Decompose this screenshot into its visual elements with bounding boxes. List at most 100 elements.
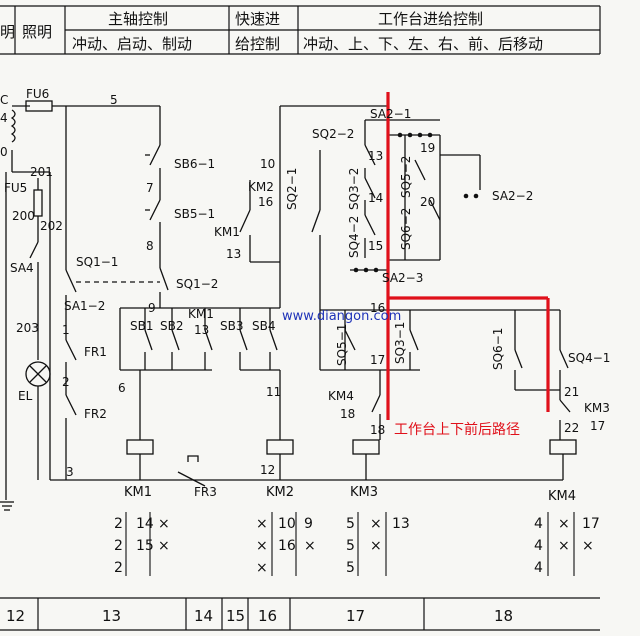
label-fr2: FR2 bbox=[84, 407, 107, 421]
xref-dividers bbox=[125, 512, 575, 576]
label-w201: 201 bbox=[30, 165, 53, 179]
label-w1: 1 bbox=[62, 323, 70, 337]
watermark-text: www.diangon.com bbox=[282, 309, 401, 324]
label-sb3: SB3 bbox=[220, 319, 243, 333]
xref-km3-r1-c1: × bbox=[370, 538, 382, 554]
xref-km1-r0-c2: × bbox=[158, 516, 170, 532]
xref-km2-r0-c2: 9 bbox=[304, 516, 313, 532]
coil-km3: KM3 bbox=[350, 485, 378, 500]
label-sa4: SA4 bbox=[10, 261, 34, 275]
label-w200: 200 bbox=[12, 209, 35, 223]
label-w16b: 16 bbox=[370, 301, 385, 315]
wiring bbox=[0, 100, 577, 511]
label-km1-left: KM1 bbox=[214, 225, 240, 239]
label-w2: 2 bbox=[62, 375, 70, 389]
label-fu5: FU5 bbox=[4, 181, 27, 195]
xref-km1-r1-c2: × bbox=[158, 538, 170, 554]
label-w16a: 16 bbox=[258, 195, 273, 209]
component-labels: C FU6 4 0 5 201 FU5 200 202 SA4 203 EL S… bbox=[0, 87, 610, 499]
label-sa2-2: SA2−2 bbox=[492, 189, 533, 203]
bottom-col-12: 12 bbox=[6, 607, 25, 625]
path-note: 工作台上下前后路径 bbox=[394, 421, 520, 438]
xref-km3-r0-c2: 13 bbox=[392, 516, 410, 532]
header-table-sub: 冲动、上、下、左、右、前、后移动 bbox=[303, 35, 543, 53]
bottom-col-18: 18 bbox=[494, 607, 513, 625]
xref-km2-r2-c0: × bbox=[256, 560, 268, 576]
label-w21: 21 bbox=[564, 385, 579, 399]
label-w14: 14 bbox=[368, 191, 383, 205]
xref-km4-r0-c1: × bbox=[558, 516, 570, 532]
xref-km3-r1-c0: 5 bbox=[346, 538, 355, 554]
header-spindle-title: 主轴控制 bbox=[108, 10, 168, 28]
contact-dots bbox=[353, 132, 479, 273]
label-fr3: FR3 bbox=[194, 485, 217, 499]
label-w20: 20 bbox=[420, 195, 435, 209]
label-fr1: FR1 bbox=[84, 345, 107, 359]
xref-km1-r0-c1: 14 bbox=[136, 516, 154, 532]
label-w22: 22 bbox=[564, 421, 579, 435]
label-w12: 12 bbox=[260, 463, 275, 477]
xref-km2-r0-c0: × bbox=[256, 516, 268, 532]
label-w9: 9 bbox=[148, 301, 156, 315]
header-rapid-sub: 给控制 bbox=[235, 35, 280, 53]
label-sq1-1: SQ1−1 bbox=[76, 255, 118, 269]
xref-km3-r0-c0: 5 bbox=[346, 516, 355, 532]
label-sq3-2: SQ3−2 bbox=[347, 168, 361, 210]
label-w4: 4 bbox=[0, 111, 8, 125]
label-sb6-1: SB6−1 bbox=[174, 157, 215, 171]
xref-km3-r0-c1: × bbox=[370, 516, 382, 532]
coil-km2: KM2 bbox=[266, 485, 294, 500]
label-w6: 6 bbox=[118, 381, 126, 395]
label-w19: 19 bbox=[420, 141, 435, 155]
label-w8: 8 bbox=[146, 239, 154, 253]
label-km4-contact: KM4 bbox=[328, 389, 354, 403]
label-w13b: 13 bbox=[226, 247, 241, 261]
label-w0: 0 bbox=[0, 145, 8, 159]
xref-km3-r2-c0: 5 bbox=[346, 560, 355, 576]
label-sq6-2: SQ6−2 bbox=[399, 208, 413, 250]
label-c: C bbox=[0, 93, 8, 107]
label-sb1: SB1 bbox=[130, 319, 153, 333]
label-sa2-1: SA2−1 bbox=[370, 107, 411, 121]
label-sq1-2: SQ1−2 bbox=[176, 277, 218, 291]
xref-km1-r2-c0: 2 bbox=[114, 560, 123, 576]
xref-km4-r1-c0: 4 bbox=[534, 538, 543, 554]
label-sq6-1: SQ6−1 bbox=[491, 328, 505, 370]
header-ming: 明 bbox=[0, 23, 15, 41]
label-sa2-3: SA2−3 bbox=[382, 271, 423, 285]
xref-km2-r1-c1: 16 bbox=[278, 538, 296, 554]
label-w10: 10 bbox=[260, 157, 275, 171]
xref-km2-r1-c0: × bbox=[256, 538, 268, 554]
label-w5: 5 bbox=[110, 93, 118, 107]
xref-km2-r0-c1: 10 bbox=[278, 516, 296, 532]
header-spindle-sub: 冲动、启动、制动 bbox=[72, 35, 192, 53]
bottom-col-16: 16 bbox=[258, 607, 277, 625]
bottom-col-17: 17 bbox=[346, 607, 365, 625]
header-table-title: 工作台进给控制 bbox=[378, 10, 483, 28]
header-lighting: 照明 bbox=[22, 23, 52, 41]
label-km2-contact: KM2 bbox=[248, 180, 274, 194]
label-el: EL bbox=[18, 389, 33, 403]
xref-km2-r1-c2: × bbox=[304, 538, 316, 554]
bottom-ruler bbox=[0, 597, 600, 631]
label-w7: 7 bbox=[146, 181, 154, 195]
header-table bbox=[0, 5, 601, 55]
label-w202: 202 bbox=[40, 219, 63, 233]
label-sq5-2: SQ5−2 bbox=[399, 156, 413, 198]
label-w13c: 13 bbox=[368, 149, 383, 163]
label-w3: 3 bbox=[66, 465, 74, 479]
bottom-col-15: 15 bbox=[226, 607, 245, 625]
coil-km1: KM1 bbox=[124, 485, 152, 500]
coil-labels: KM1 KM2 KM3 KM4 bbox=[124, 485, 576, 504]
label-w11: 11 bbox=[266, 385, 281, 399]
label-sq4-2: SQ4−2 bbox=[347, 216, 361, 258]
highlight-path bbox=[386, 92, 550, 420]
xref-km4-r1-c2: × bbox=[582, 538, 594, 554]
xref-km1-r1-c0: 2 bbox=[114, 538, 123, 554]
label-sb2: SB2 bbox=[160, 319, 183, 333]
bottom-col-14: 14 bbox=[194, 607, 213, 625]
xref-km4-r2-c0: 4 bbox=[534, 560, 543, 576]
label-sq4-1: SQ4−1 bbox=[568, 351, 610, 365]
